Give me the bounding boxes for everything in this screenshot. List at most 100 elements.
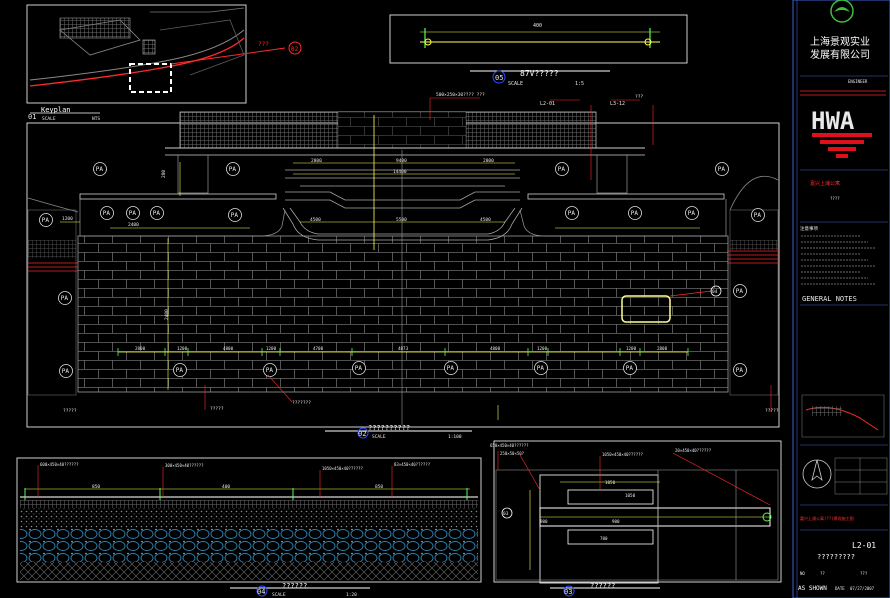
engineer-label: ENGINEER	[848, 79, 868, 84]
section-04-note-3: 83×450×40??????	[394, 462, 431, 467]
svg-text:SCALE: SCALE	[372, 434, 386, 440]
svg-text:03: 03	[564, 588, 572, 596]
plan-note-far-right: ?????	[765, 408, 779, 414]
notes-cn-label: 注意事项	[800, 225, 818, 232]
detail-05-dimension: 400	[533, 23, 542, 29]
plan-dim-row-7: 4800	[490, 346, 501, 351]
highlight-callout-box	[621, 295, 671, 323]
pa-tag: PA	[173, 363, 187, 377]
pa-tag: PA	[59, 364, 73, 378]
pa-tag-label: PA	[266, 367, 274, 374]
plan-dim-mid-right: 4500	[480, 217, 491, 223]
pa-tag: PA	[751, 208, 765, 222]
plan-callout-left: L2-01	[540, 101, 555, 107]
detail-03-dim-2: 900	[540, 519, 548, 524]
pa-tag-label: PA	[736, 367, 744, 374]
hwa-logo-icon: HWA	[811, 107, 855, 135]
pa-tag: PA	[733, 363, 747, 377]
plan-dim-top-0: 2800	[311, 158, 322, 164]
plan-top-note: 500×250×30???? ???	[436, 92, 485, 98]
keyplan-panel: ??? 02	[26, 4, 302, 104]
section-04-note-1: 300×450×40??????	[165, 463, 204, 468]
section-04-dim-2: 850	[375, 484, 383, 490]
title-block-frame	[792, 0, 890, 598]
svg-text:03: 03	[503, 511, 509, 517]
date-value: 07/27/2007	[850, 586, 875, 591]
drawing-title-cn: 嘉兴上浦公寓(??)景观施工图	[800, 515, 854, 521]
pa-tag: PA	[685, 206, 699, 220]
pa-tag: PA	[263, 363, 277, 377]
pa-tag: PA	[534, 361, 548, 375]
pa-tag: PA	[39, 213, 53, 227]
plan-note-bottom-center: ???????	[292, 400, 311, 406]
svg-text:1:5: 1:5	[575, 81, 584, 87]
section-04-title: ??????	[282, 582, 307, 590]
detail-05-number-tag	[492, 70, 506, 84]
section-04-gravel-layer	[20, 528, 478, 562]
plan-dim-row-3: 1200	[266, 346, 277, 351]
detail-05-frame	[389, 14, 688, 64]
pa-tag: PA	[444, 361, 458, 375]
company-name-line1: 上海景观实业	[810, 35, 870, 48]
section-04-note-0: 600×450×40??????	[40, 462, 79, 467]
svg-text:NTS: NTS	[92, 116, 100, 122]
keyplan-callout-tag	[288, 41, 302, 55]
pa-tag: PA	[126, 206, 140, 220]
pa-tag-label: PA	[153, 210, 161, 217]
pa-tag-label: PA	[61, 295, 69, 302]
detail-05-panel: 400 05 87V????? SCALE 1:5	[389, 14, 688, 87]
pa-tag-label: PA	[176, 367, 184, 374]
red-hatch-left	[28, 262, 78, 274]
plan-note-bottom-left: ?????	[210, 406, 224, 412]
pa-tag-label: PA	[62, 368, 70, 375]
keyplan-title: Keyplan	[41, 106, 71, 114]
pa-tag: PA	[93, 162, 107, 176]
keyplan-callout-text: ???	[258, 41, 269, 48]
section-04-dim-0: 850	[92, 484, 100, 490]
svg-text:04: 04	[257, 588, 265, 596]
pa-tag: PA	[228, 208, 242, 222]
svg-text:05: 05	[495, 74, 503, 82]
pa-tag: PA	[58, 291, 72, 305]
detail-03-note-2: 1050×450×40??????	[602, 452, 644, 457]
plan-02-panel: 2800 9400 2800 14400 4500 5500 4500 1200…	[26, 92, 780, 440]
general-notes-heading: GENERAL NOTES	[802, 295, 857, 303]
date-label: DATE	[835, 586, 845, 591]
keyplan-highlight-box	[129, 63, 172, 93]
detail-03-dim-4: 700	[600, 536, 608, 541]
svg-text:02: 02	[291, 46, 299, 53]
plan-dim-left-1200: 1200	[62, 216, 73, 222]
pa-tag-label: PA	[626, 365, 634, 372]
detail-03-note-0: 650×450×40??????	[490, 443, 529, 448]
plan-dim-left-2400: 2400	[128, 222, 139, 228]
svg-text:01: 01	[28, 113, 36, 121]
drawing-number: L2-01	[852, 541, 876, 550]
svg-text:04: 04	[712, 289, 718, 295]
plan-02-dimension-row: 2800 1200 4800 1200 4700 4873 1200 4800 …	[117, 346, 689, 356]
plan-dim-vert-left: 280	[161, 170, 167, 178]
svg-text:02: 02	[358, 430, 366, 438]
pa-tag: PA	[733, 284, 747, 298]
section-04-note-2: 1050×450×40??????	[322, 466, 364, 471]
plan-dim-mid: 5500	[396, 217, 407, 223]
svg-text:1:100: 1:100	[448, 434, 462, 440]
title-block: 上海景观实业 发展有限公司 ENGINEER HWA 嘉兴上浦公寓 ???? 注…	[792, 0, 890, 598]
plan-dim-top-2: 2800	[483, 158, 494, 164]
company-emblem-icon	[830, 0, 854, 23]
section-04-panel: 850 400 850 600×450×40?????? 300×450×40?…	[16, 457, 482, 598]
plan-callout-right-tag: ???	[635, 94, 643, 100]
no-label: NO	[800, 571, 805, 576]
pa-tag-label: PA	[537, 365, 545, 372]
pa-tag: PA	[226, 162, 240, 176]
plan-02-title: ??????????	[368, 424, 410, 432]
detail-03-frame	[493, 440, 782, 583]
plan-callout-right: L3-12	[610, 101, 625, 107]
plan-dim-row-9: 2800	[657, 346, 668, 351]
company-name-line2: 发展有限公司	[810, 48, 870, 61]
keyplan-frame	[26, 4, 247, 104]
plan-dim-row-6: 1200	[537, 346, 548, 351]
pa-tag-label: PA	[96, 166, 104, 173]
plan-02-dimensions-top: 2800 9400 2800 14400 4500 5500 4500 1200…	[60, 158, 515, 320]
